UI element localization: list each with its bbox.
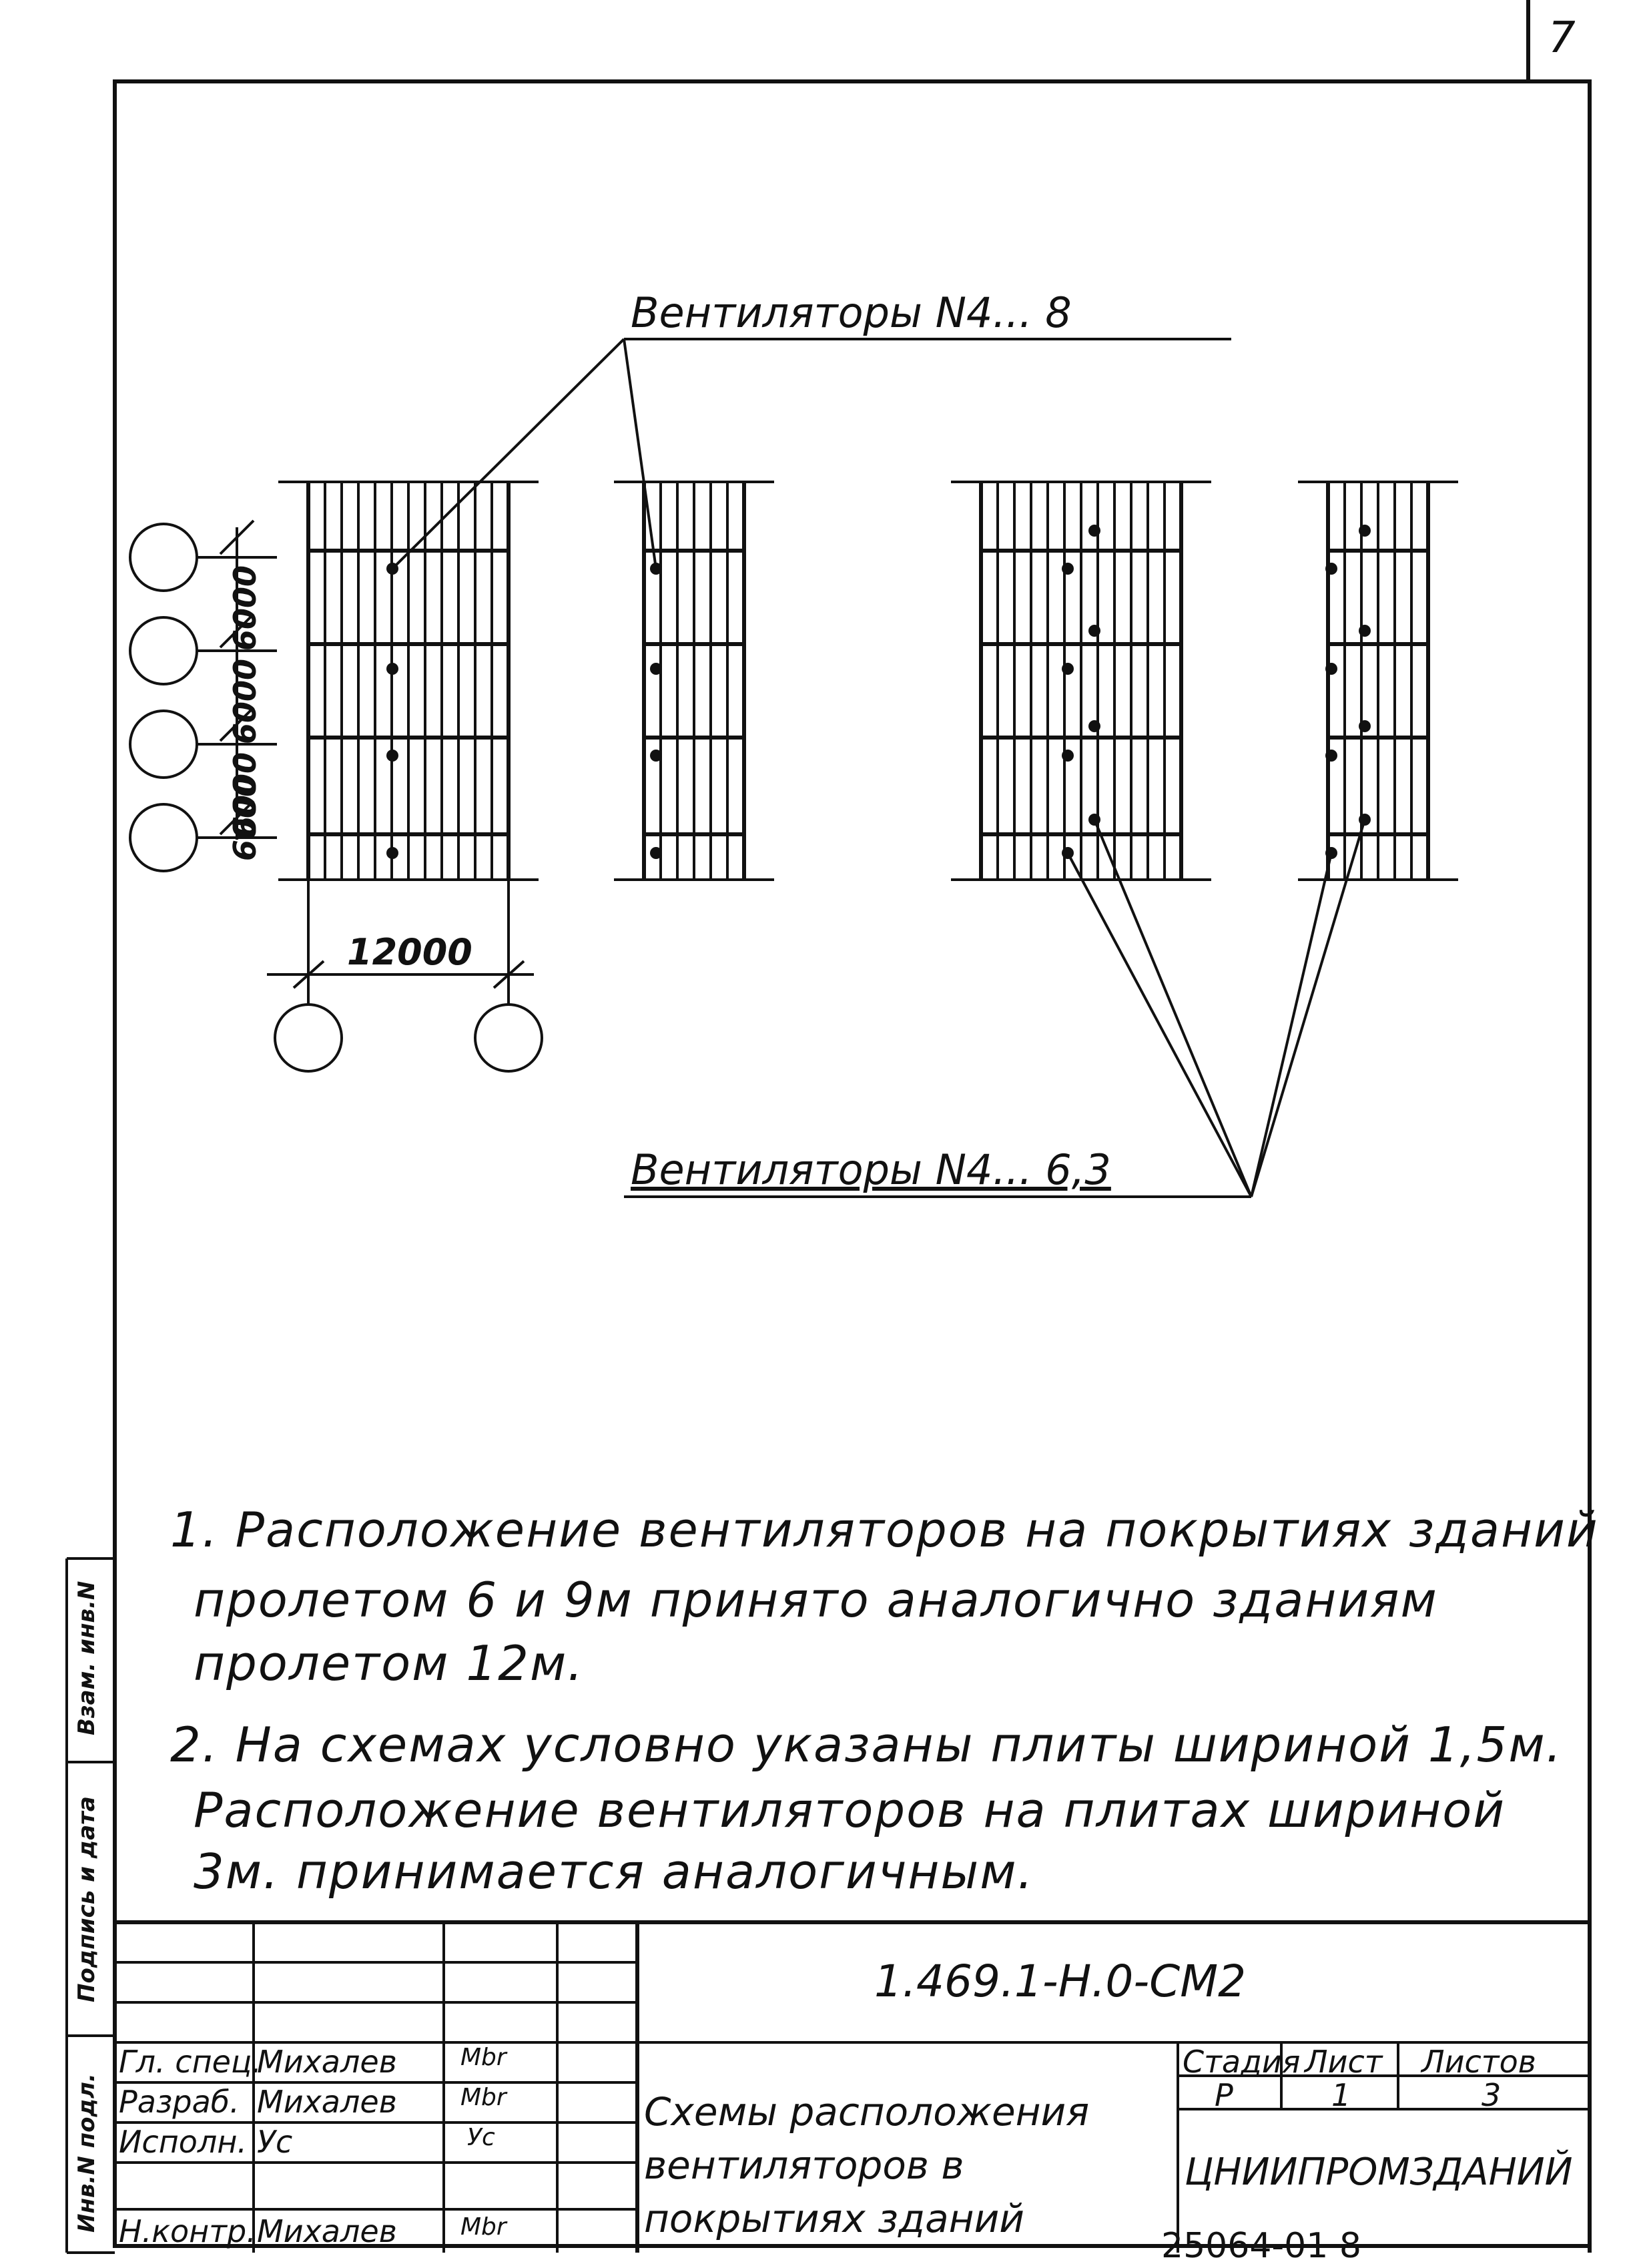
fan-marker (386, 847, 398, 859)
fan-marker (1325, 563, 1337, 575)
fan-marker (650, 663, 662, 675)
sheet-title-line: Схемы расположения (644, 2089, 1090, 2135)
fan-marker (1359, 814, 1371, 826)
role-cell: Исполн. (119, 2124, 248, 2160)
signature-cell: Ус (467, 2124, 495, 2151)
note-line: 1. Расположение вентиляторов на покрытия… (170, 1502, 1599, 1558)
fan-marker (1062, 663, 1074, 675)
fan-marker (650, 750, 662, 762)
dimension-lines (219, 519, 534, 1005)
fan-marker (1062, 847, 1074, 859)
side-stamp-signature-date: Подпись и дата (73, 1796, 100, 2002)
fan-marker (1088, 525, 1100, 537)
note-line: 2. На схемах условно указаны плиты ширин… (170, 1717, 1563, 1773)
fan-marker (1359, 625, 1371, 637)
fan-marker (1088, 814, 1100, 826)
side-stamp-replaced-inv: Взам. инв.N (73, 1581, 100, 1735)
dimension-step-label: 6000 (227, 775, 263, 861)
title-block-grid (115, 1920, 1590, 2253)
fan-marker (650, 847, 662, 859)
dimension-step-label: 6000 (227, 565, 263, 651)
document-code: 1.469.1-Н.0-СМ2 (874, 1956, 1247, 2007)
stage-value: Р (1215, 2077, 1233, 2113)
sheet-title-line: покрытиях зданий (644, 2196, 1024, 2241)
dimension-span-label: 12000 (347, 931, 472, 973)
name-cell: Михалев (257, 2213, 397, 2249)
side-stamp-inv-number: Инв.N подл. (73, 2073, 100, 2233)
note-line: Расположение вентиляторов на плитах шири… (194, 1782, 1506, 1838)
grid-axis-bubbles (129, 523, 543, 1073)
fan-marker (1088, 720, 1100, 732)
fan-marker (386, 750, 398, 762)
sheet-title-line: вентиляторов в (644, 2143, 964, 2188)
leader-lines (391, 338, 1366, 1198)
name-cell: Ус (257, 2124, 293, 2160)
fans-label-top: Вентиляторы N4... 8 (631, 288, 1072, 337)
fan-marker (1088, 625, 1100, 637)
fan-marker (1062, 750, 1074, 762)
note-line: пролетом 12м. (194, 1635, 585, 1691)
organization-name: ЦНИИПРОМЗДАНИЙ (1185, 2151, 1573, 2194)
fans-label-bottom: Вентиляторы N4... 6,3 (631, 1145, 1111, 1194)
sheet-value: 1 (1331, 2077, 1351, 2113)
roof-plans (278, 481, 1458, 881)
fan-marker (1325, 847, 1337, 859)
fan-marker (1325, 750, 1337, 762)
fan-marker (1062, 563, 1074, 575)
role-cell: Н.контр. (119, 2213, 256, 2249)
side-stamp-grid (65, 1557, 115, 2254)
fan-marker (386, 563, 398, 575)
sheet-header: Лист (1305, 2044, 1383, 2080)
role-cell: Гл. спец. (119, 2044, 262, 2080)
dimension-step-label: 6000 (227, 658, 263, 744)
fan-marker (1325, 663, 1337, 675)
sheets-header: Листов (1421, 2044, 1536, 2080)
signature-cell: Mbr (460, 2044, 507, 2071)
role-cell: Разраб. (119, 2084, 240, 2120)
sheet-number: 7 (1548, 13, 1576, 63)
sheet-number-frame (1526, 0, 1592, 2253)
bottom-code: 25064-01 8 (1161, 2226, 1361, 2266)
fan-marker (386, 663, 398, 675)
fan-marker (1359, 720, 1371, 732)
name-cell: Михалев (257, 2084, 397, 2120)
note-line: пролетом 6 и 9м принято аналогично здани… (194, 1572, 1438, 1628)
note-line: 3м. принимается аналогичным. (194, 1844, 1034, 1900)
name-cell: Михалев (257, 2044, 397, 2080)
signature-cell: Mbr (460, 2213, 507, 2241)
fan-marker (650, 563, 662, 575)
signature-cell: Mbr (460, 2084, 507, 2111)
stage-header: Стадия (1183, 2044, 1301, 2080)
sheets-value: 3 (1482, 2077, 1502, 2113)
fan-marker (1359, 525, 1371, 537)
